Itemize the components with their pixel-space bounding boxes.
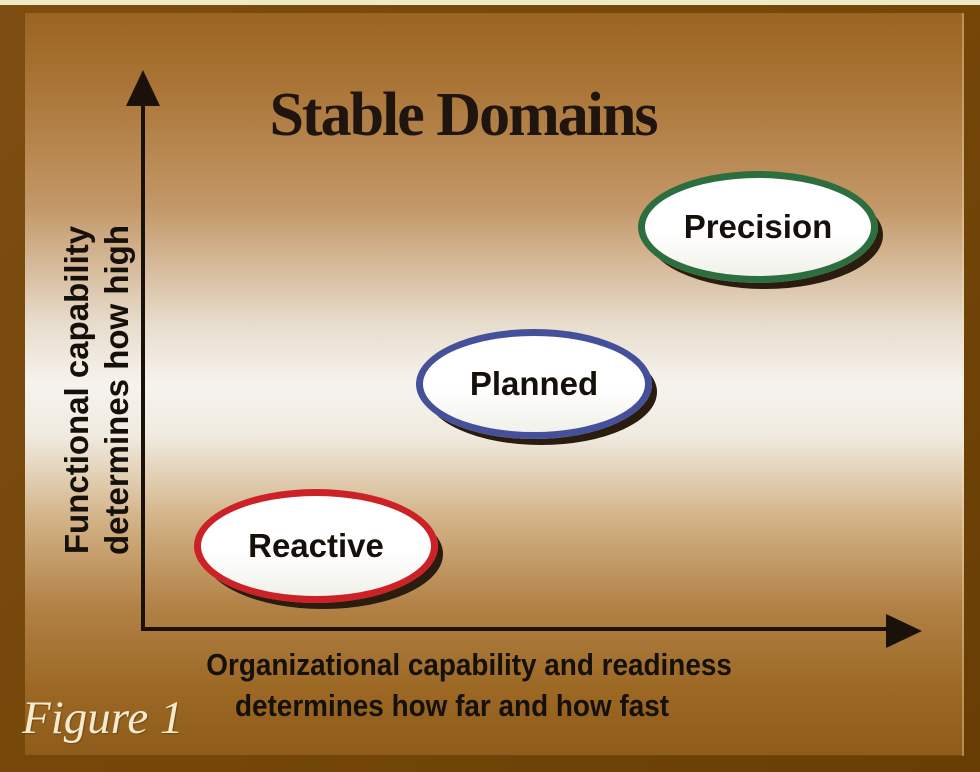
domain-ellipse-reactive: Reactive [194, 489, 438, 603]
figure-title: Stable Domains [269, 81, 658, 149]
top-edge-strip [0, 0, 980, 5]
domain-ellipse-precision: Precision [638, 171, 878, 283]
y-axis-arrowhead-icon [126, 70, 160, 106]
figure-caption: Figure 1 [22, 692, 184, 744]
domain-label: Precision [683, 208, 833, 245]
x-axis-label-line2: determines how far and how fast [234, 688, 670, 723]
y-axis-label: Functional capability determines how hig… [57, 210, 137, 570]
y-axis-label-line2: determines how high [98, 224, 135, 556]
y-axis-label-line1: Functional capability [58, 225, 95, 555]
x-axis-label: Organizational capability and readiness … [206, 644, 732, 726]
domain-label: Planned [469, 365, 599, 402]
x-axis-line [141, 627, 891, 631]
y-axis-line [141, 104, 145, 631]
domain-label: Reactive [248, 527, 384, 564]
x-axis-label-line1: Organizational capability and readiness [206, 647, 732, 682]
domain-ellipse-planned: Planned [416, 329, 652, 439]
x-axis-arrowhead-icon [886, 614, 922, 648]
